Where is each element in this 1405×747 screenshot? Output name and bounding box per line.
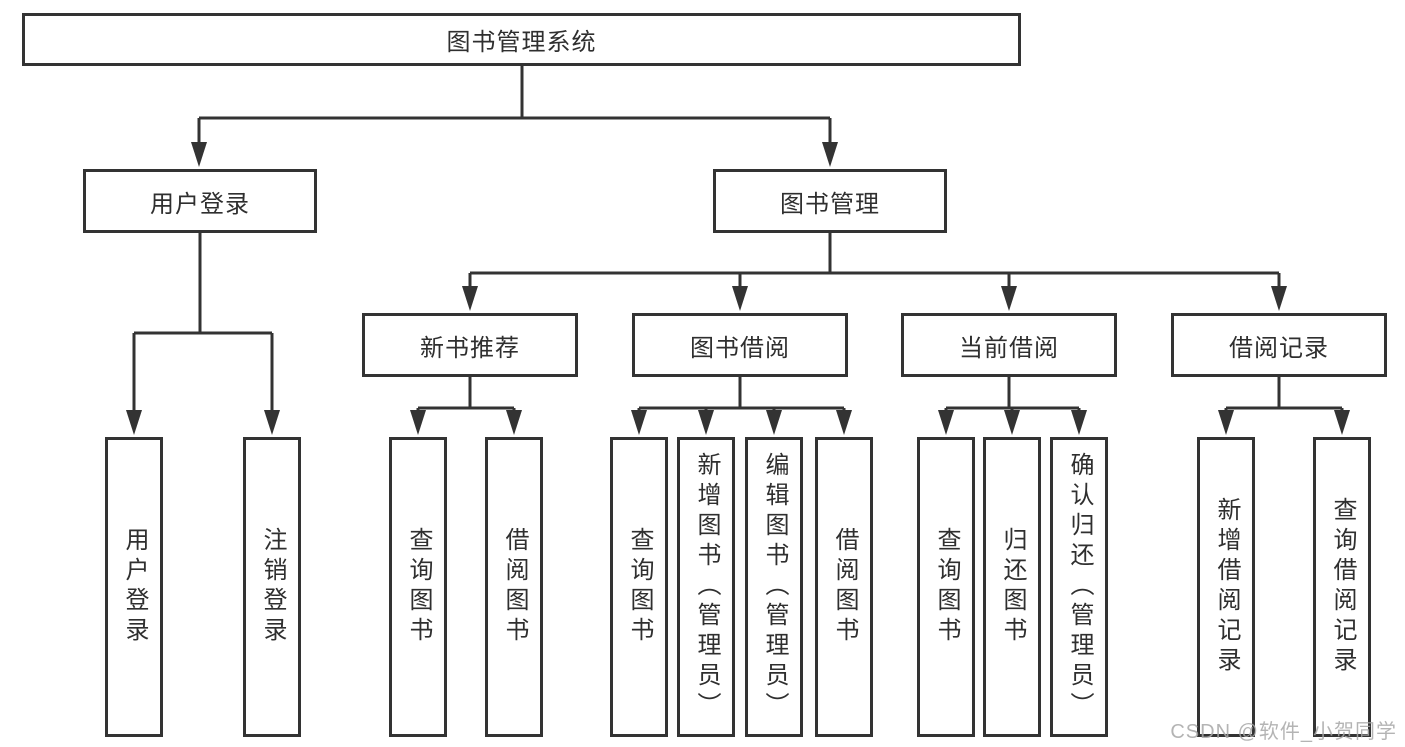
connector-book-mgmt-to-level3 bbox=[462, 233, 1287, 311]
node-leaf-query-borrow-record-label: 查询借阅记录 bbox=[1329, 497, 1356, 677]
node-root: 图书管理系统 bbox=[22, 13, 1021, 66]
connector-recommend-branch bbox=[410, 377, 522, 435]
node-leaf-query-borrow-record: 查询借阅记录 bbox=[1313, 437, 1371, 737]
node-leaf-add-borrow-record: 新增借阅记录 bbox=[1197, 437, 1255, 737]
node-leaf-rec-query-books: 查询图书 bbox=[389, 437, 447, 737]
connector-borrow-branch bbox=[631, 377, 852, 435]
node-leaf-bor-add-books: 新增图书（管理员） bbox=[677, 437, 735, 737]
node-leaf-rec-borrow-books: 借阅图书 bbox=[485, 437, 543, 737]
connector-current-branch bbox=[938, 377, 1087, 435]
node-leaf-user-login: 用户登录 bbox=[105, 437, 163, 737]
node-current-borrow: 当前借阅 bbox=[901, 313, 1117, 377]
node-leaf-bor-add-books-label: 新增图书（管理员） bbox=[693, 452, 720, 722]
node-leaf-bor-borrow-books: 借阅图书 bbox=[815, 437, 873, 737]
node-leaf-bor-edit-books-label: 编辑图书（管理员） bbox=[761, 452, 788, 722]
node-root-label: 图书管理系统 bbox=[446, 29, 597, 56]
node-leaf-cur-query-books-label: 查询图书 bbox=[933, 527, 960, 647]
node-leaf-logout: 注销登录 bbox=[243, 437, 301, 737]
node-leaf-user-login-label: 用户登录 bbox=[121, 527, 148, 647]
node-leaf-add-borrow-record-label: 新增借阅记录 bbox=[1213, 497, 1240, 677]
node-leaf-cur-return-books-label: 归还图书 bbox=[999, 527, 1026, 647]
node-leaf-cur-return-books: 归还图书 bbox=[983, 437, 1041, 737]
node-leaf-bor-query-books-label: 查询图书 bbox=[626, 527, 653, 647]
connector-user-login-branch bbox=[126, 233, 280, 435]
node-user-login: 用户登录 bbox=[83, 169, 317, 233]
node-new-book-recommend: 新书推荐 bbox=[362, 313, 578, 377]
node-current-borrow-label: 当前借阅 bbox=[959, 334, 1059, 362]
node-book-borrow: 图书借阅 bbox=[632, 313, 848, 377]
node-leaf-logout-label: 注销登录 bbox=[259, 527, 286, 647]
node-leaf-cur-confirm-return: 确认归还（管理员） bbox=[1050, 437, 1108, 737]
node-leaf-cur-confirm-return-label: 确认归还（管理员） bbox=[1066, 452, 1093, 722]
connector-root-to-level2 bbox=[191, 66, 838, 167]
connector-records-branch bbox=[1218, 377, 1350, 435]
node-book-management: 图书管理 bbox=[713, 169, 947, 233]
node-leaf-rec-borrow-books-label: 借阅图书 bbox=[501, 527, 528, 647]
node-leaf-cur-query-books: 查询图书 bbox=[917, 437, 975, 737]
node-new-book-recommend-label: 新书推荐 bbox=[420, 334, 520, 362]
node-leaf-bor-query-books: 查询图书 bbox=[610, 437, 668, 737]
node-leaf-bor-edit-books: 编辑图书（管理员） bbox=[745, 437, 803, 737]
node-user-login-label: 用户登录 bbox=[150, 190, 250, 218]
node-leaf-bor-borrow-books-label: 借阅图书 bbox=[831, 527, 858, 647]
node-borrow-records: 借阅记录 bbox=[1171, 313, 1387, 377]
node-book-management-label: 图书管理 bbox=[780, 190, 880, 218]
node-borrow-records-label: 借阅记录 bbox=[1229, 334, 1329, 362]
node-book-borrow-label: 图书借阅 bbox=[690, 334, 790, 362]
node-leaf-rec-query-books-label: 查询图书 bbox=[405, 527, 432, 647]
